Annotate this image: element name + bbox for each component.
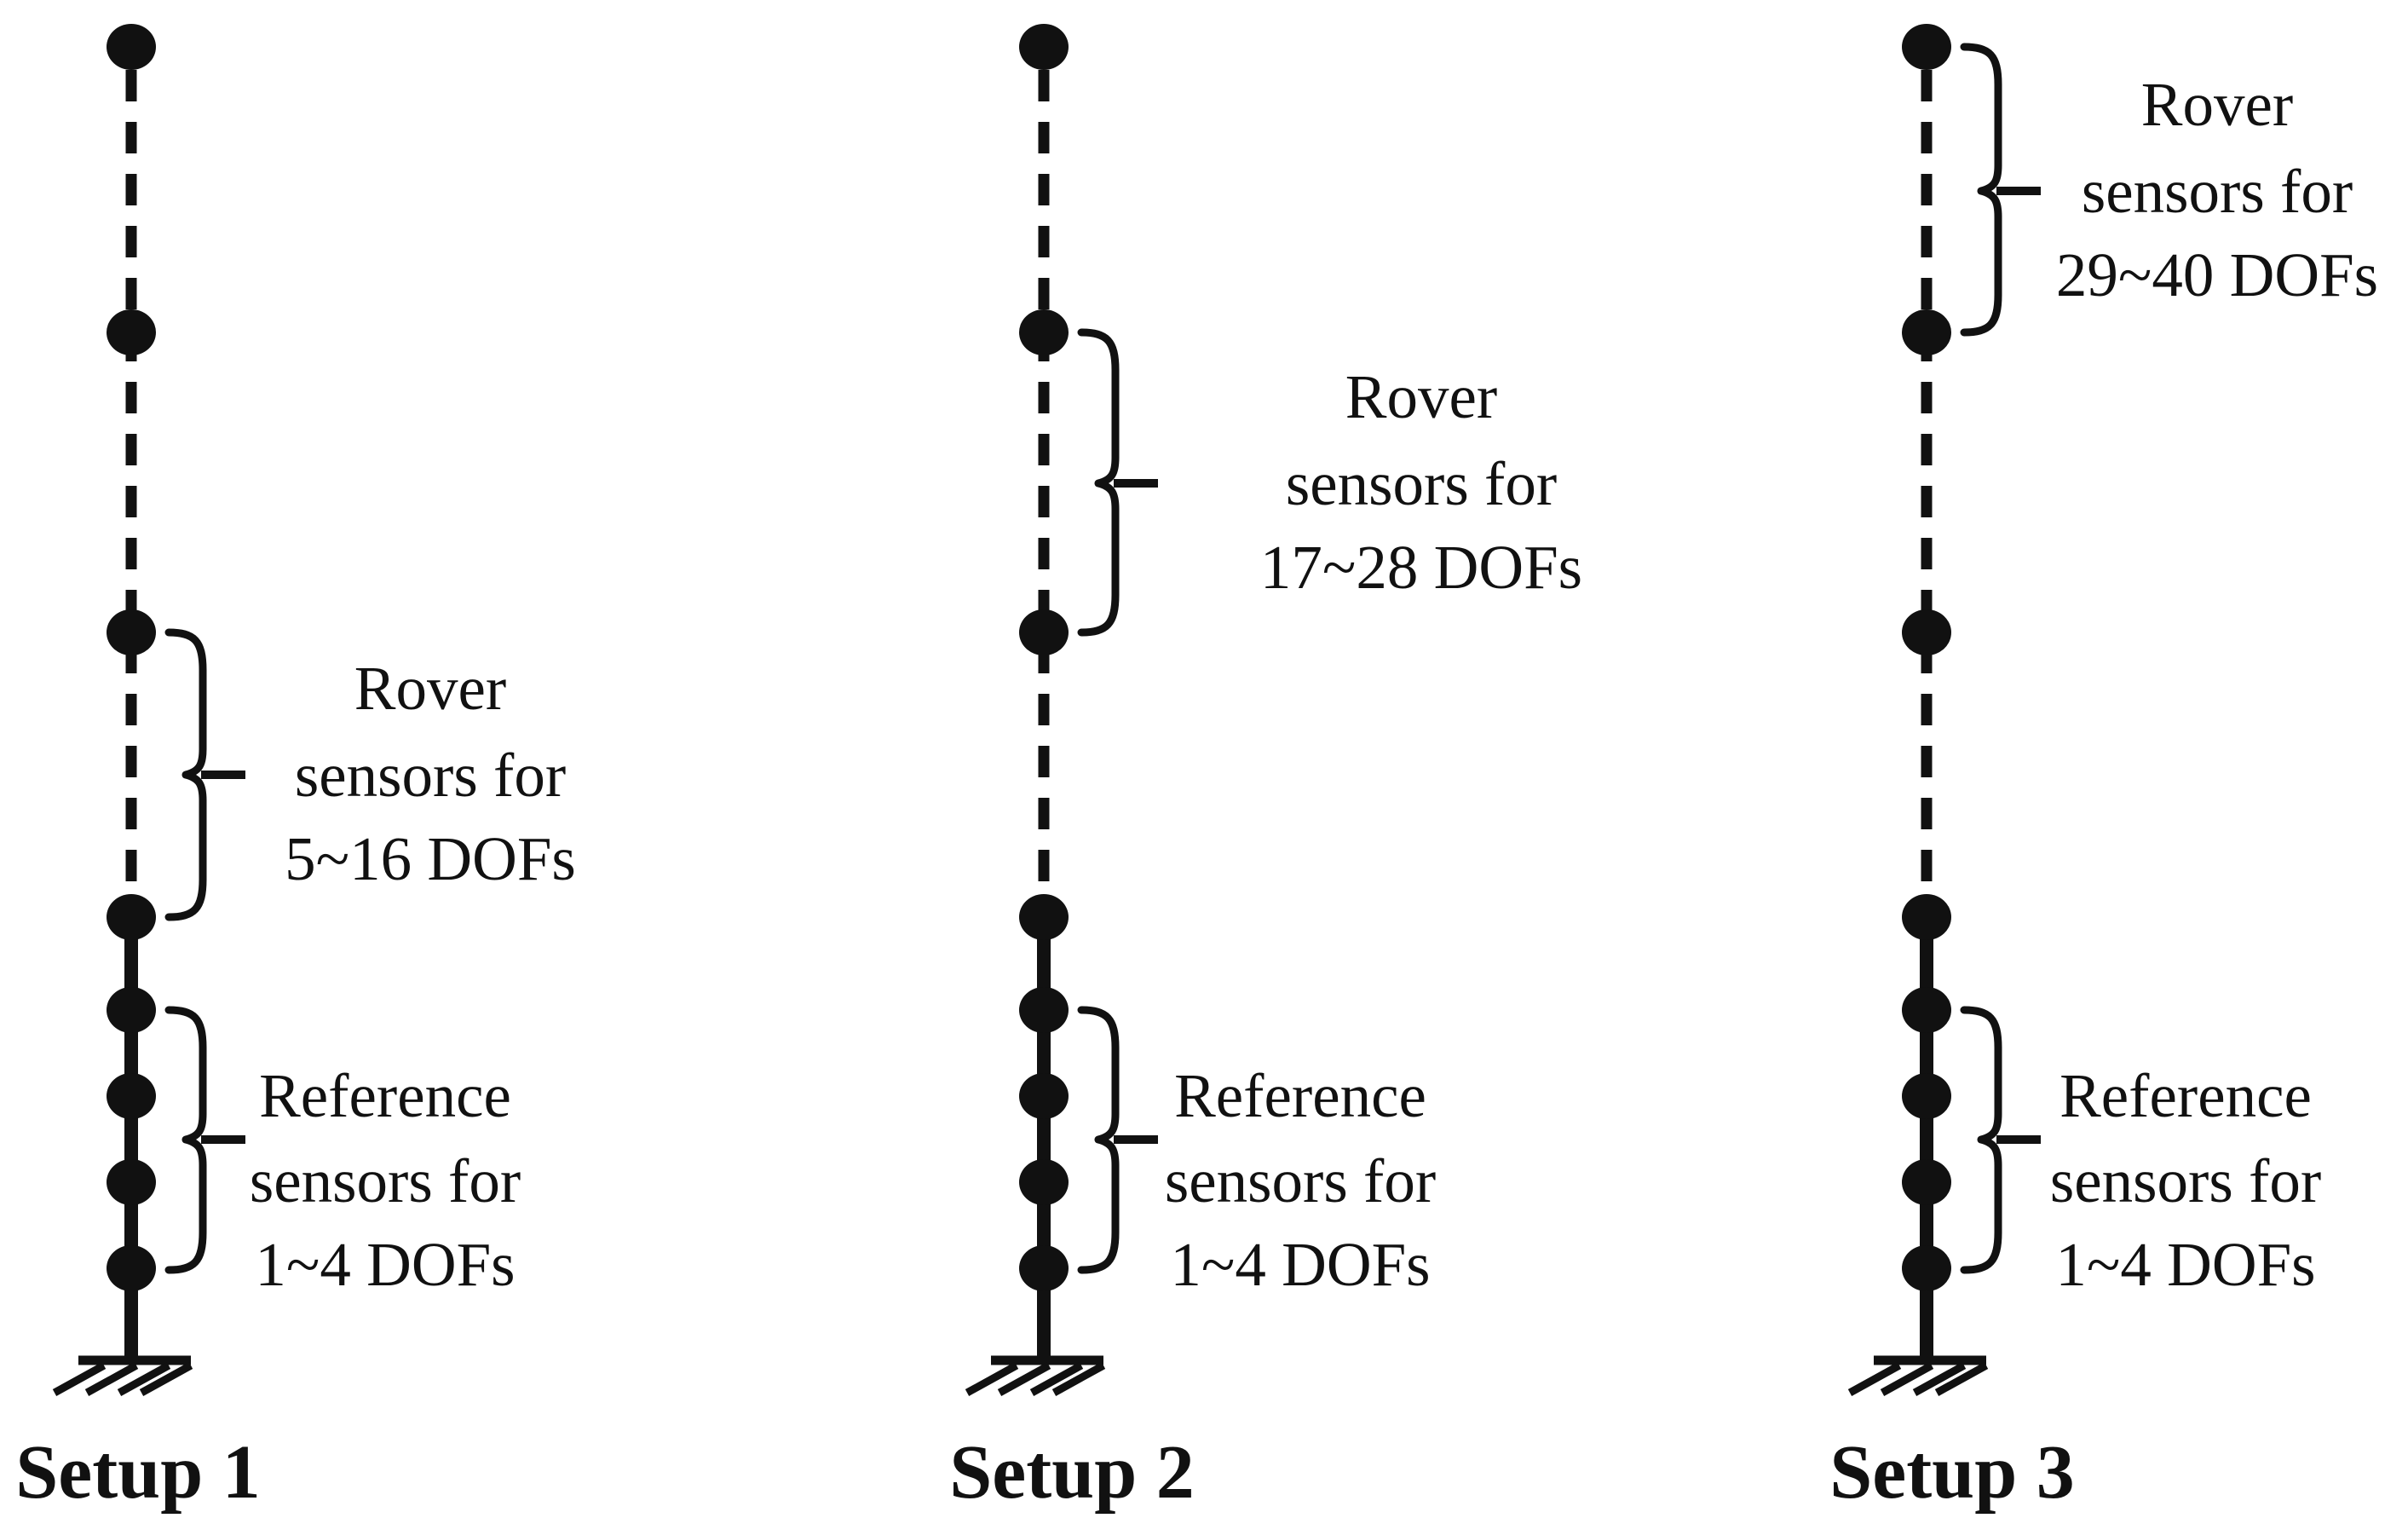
reference-bracket-brace-icon [1077,1006,1120,1274]
rover-label-line3: 17~28 DOFs [1260,533,1582,602]
setup-2-label: Setup 2 [949,1430,1195,1515]
reference-label-line1: Reference [259,1061,511,1130]
reference-sensors-label: Reference sensors for 1~4 DOFs [250,1061,521,1299]
ground-support-icon [1847,1355,1989,1396]
sensor-node [107,1245,156,1291]
setup-3-figure: Rover sensors for 29~40 DOFs Reference s… [1829,24,2378,1515]
reference-label-line3: 1~4 DOFs [1170,1230,1430,1299]
sensor-node [107,894,156,940]
sensor-node [1902,609,1951,655]
sensor-node [1019,1245,1069,1291]
rover-label-line3: 5~16 DOFs [285,824,576,893]
sensor-node [1902,309,1951,355]
reference-sensors-label: Reference sensors for 1~4 DOFs [2050,1061,2321,1299]
sensor-node [107,987,156,1033]
reference-sensors-label: Reference sensors for 1~4 DOFs [1165,1061,1436,1299]
sensor-node [1902,1159,1951,1205]
rover-bracket-brace-icon [1960,43,2002,337]
sensor-node [1902,1073,1951,1119]
sensor-node [1019,309,1069,355]
setup-3-label: Setup 3 [1829,1430,2075,1515]
sensor-node [1019,1159,1069,1205]
sensor-node [1019,987,1069,1033]
sensor-node [107,1073,156,1119]
rover-label-line2: sensors for [2082,157,2353,226]
reference-label-line1: Reference [1174,1061,1426,1130]
rover-sensors-label: Rover sensors for 17~28 DOFs [1260,362,1582,602]
rover-label-line1: Rover [354,654,506,723]
sensor-node [1902,1245,1951,1291]
reference-label-line3: 1~4 DOFs [2055,1230,2315,1299]
reference-label-line3: 1~4 DOFs [255,1230,515,1299]
rover-bracket-brace-icon [164,628,207,921]
sensor-node [1902,987,1951,1033]
rover-bracket-brace-icon [1077,328,1120,637]
sensor-node [1019,894,1069,940]
sensor-node [107,24,156,70]
reference-bracket-brace-icon [164,1006,207,1274]
reference-label-line2: sensors for [2050,1146,2321,1215]
rover-label-line2: sensors for [1286,449,1557,518]
sensor-node [107,1159,156,1205]
reference-bracket-brace-icon [1960,1006,2002,1274]
sensor-node [1019,609,1069,655]
rover-sensors-label: Rover sensors for 29~40 DOFs [2056,70,2378,309]
sensor-node [1019,24,1069,70]
sensor-node [1902,894,1951,940]
ground-support-icon [52,1355,193,1396]
rover-label-line3: 29~40 DOFs [2056,240,2378,309]
reference-label-line1: Reference [2059,1061,2312,1130]
sensor-node [1902,24,1951,70]
setup-2-figure: Rover sensors for 17~28 DOFs Reference s… [949,24,1582,1515]
reference-label-line2: sensors for [1165,1146,1436,1215]
rover-label-line1: Rover [2141,70,2293,139]
reference-label-line2: sensors for [250,1146,521,1215]
rover-label-line1: Rover [1345,362,1497,431]
sensor-node [107,609,156,655]
setup-1-figure: Rover sensors for 5~16 DOFs Reference se… [15,24,576,1515]
rover-sensors-label: Rover sensors for 5~16 DOFs [285,654,576,893]
sensor-node [1019,1073,1069,1119]
sensor-node [107,309,156,355]
ground-support-icon [965,1355,1106,1396]
rover-label-line2: sensors for [295,741,566,810]
setup-1-label: Setup 1 [15,1430,261,1515]
